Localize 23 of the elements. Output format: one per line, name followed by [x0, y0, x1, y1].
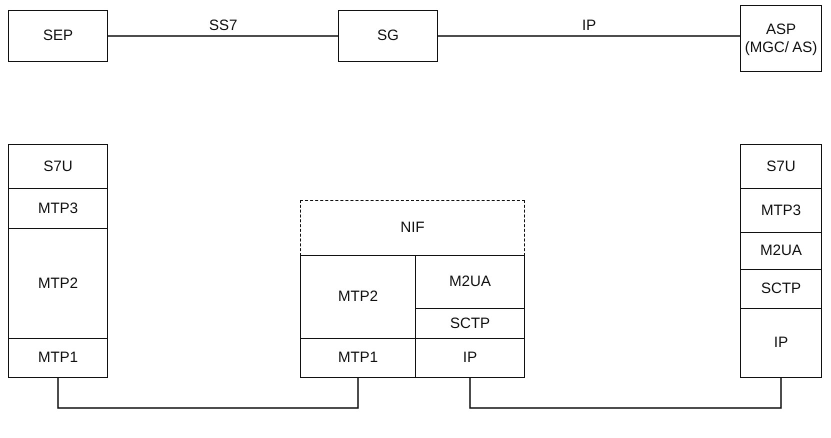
edge-label: SS7: [209, 17, 238, 34]
connector-line: [438, 35, 740, 37]
layer-box: MTP1: [300, 338, 416, 378]
layer-box: MTP1: [8, 338, 108, 378]
layer-box: IP: [415, 338, 525, 378]
edge-label: IP: [582, 17, 596, 34]
layer-box: MTP3: [8, 188, 108, 229]
connector-line: [108, 35, 338, 37]
layer-box: S7U: [740, 144, 822, 189]
layer-box: MTP3: [740, 188, 822, 233]
layer-box: MTP2: [300, 255, 416, 339]
layer-box: M2UA: [415, 255, 525, 309]
layer-box: M2UA: [740, 232, 822, 270]
dashed-layer-box: NIF: [300, 200, 525, 256]
layer-box: IP: [740, 308, 822, 378]
layer-box: S7U: [8, 144, 108, 189]
network-element-box: SEP: [8, 10, 108, 62]
network-element-box: SG: [338, 10, 438, 62]
network-element-box: ASP (MGC/ AS): [740, 5, 822, 72]
connector-line: [57, 378, 359, 409]
layer-box: SCTP: [740, 269, 822, 309]
connector-line: [469, 378, 782, 409]
layer-box: MTP2: [8, 228, 108, 339]
